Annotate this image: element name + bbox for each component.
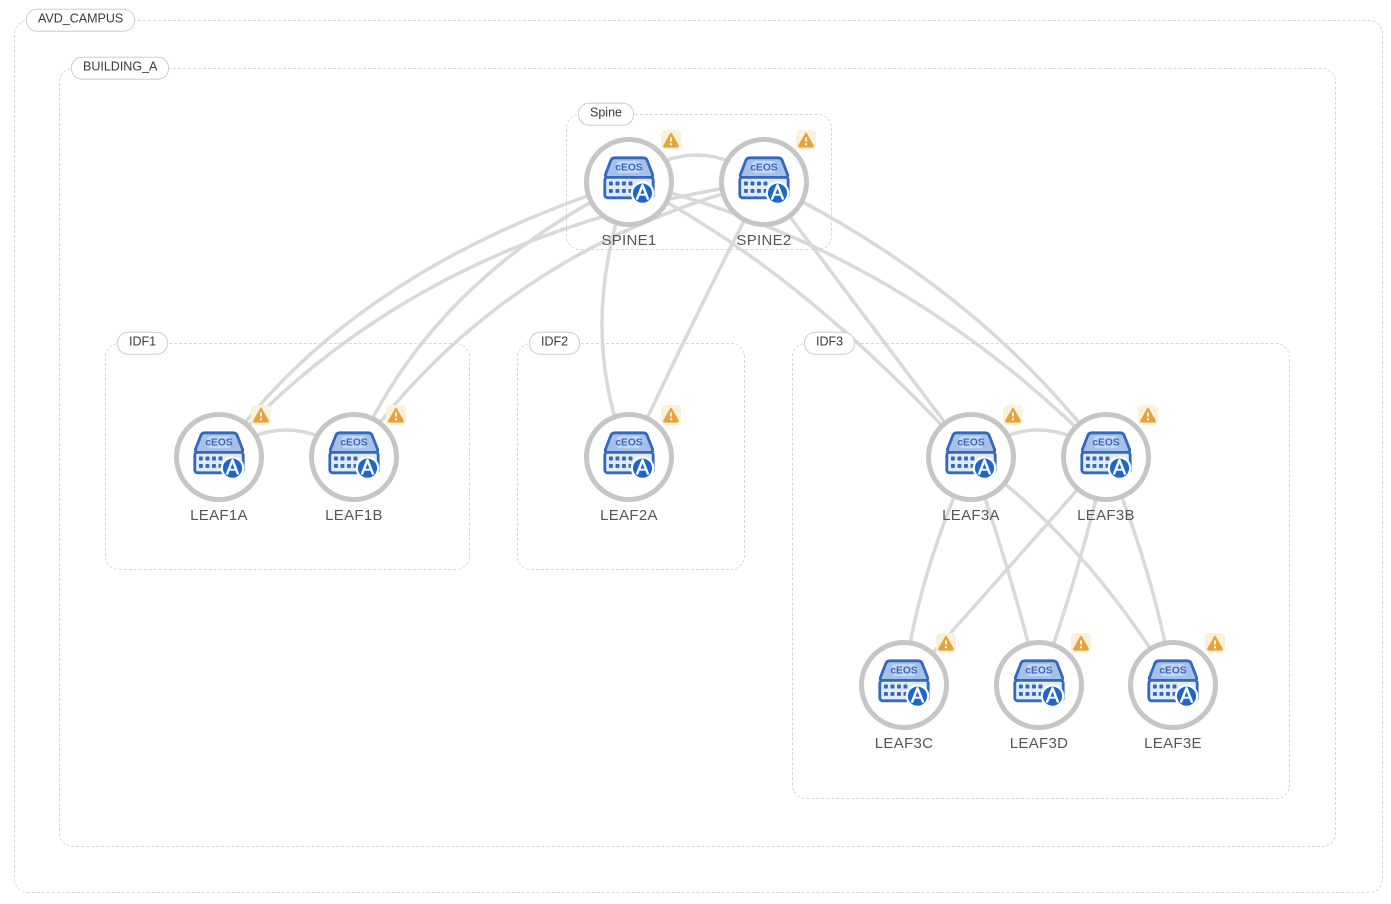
link-SPINE2-LEAF1A[interactable] — [217, 180, 766, 459]
svg-text:cEOS: cEOS — [750, 162, 777, 173]
node-leaf3a[interactable]: cEOS LEAF3A — [926, 405, 1023, 524]
group-label-avd-campus: AVD_CAMPUS — [26, 8, 136, 32]
node-circle[interactable]: cEOS — [174, 412, 264, 502]
node-spine2[interactable]: cEOS SPINE2 — [719, 130, 816, 249]
node-label: LEAF2A — [600, 507, 658, 524]
group-label-spine: Spine — [578, 102, 634, 126]
group-idf2 — [517, 343, 745, 570]
link-SPINE2-LEAF3B[interactable] — [762, 180, 1108, 459]
svg-text:cEOS: cEOS — [1092, 437, 1119, 448]
node-warning-badge[interactable] — [661, 405, 681, 425]
node-warning-badge[interactable] — [1003, 405, 1023, 425]
ceos-switch-icon: cEOS — [878, 659, 930, 708]
svg-text:cEOS: cEOS — [340, 437, 367, 448]
node-label: LEAF1A — [190, 507, 248, 524]
node-warning-badge[interactable] — [1205, 633, 1225, 653]
group-spine — [566, 114, 832, 250]
node-label: LEAF3D — [1009, 735, 1069, 752]
node-label: LEAF3C — [874, 735, 934, 752]
warning-icon — [796, 130, 816, 150]
warning-icon — [1071, 633, 1091, 653]
node-label: LEAF1B — [325, 507, 383, 524]
node-circle[interactable]: cEOS — [1128, 640, 1218, 730]
node-label: LEAF3B — [1077, 507, 1135, 524]
node-leaf3b[interactable]: cEOS LEAF3B — [1061, 405, 1158, 524]
group-label-idf1: IDF1 — [117, 331, 169, 355]
warning-icon — [1138, 405, 1158, 425]
group-label-idf2: IDF2 — [529, 331, 581, 355]
warning-icon — [251, 405, 271, 425]
group-avd-campus — [14, 20, 1383, 893]
node-leaf3c[interactable]: cEOS LEAF3C — [859, 633, 956, 752]
group-building-a — [59, 68, 1336, 847]
group-idf1 — [105, 343, 470, 570]
ceos-switch-icon: cEOS — [193, 431, 245, 480]
node-circle[interactable]: cEOS — [926, 412, 1016, 502]
node-warning-badge[interactable] — [936, 633, 956, 653]
svg-text:cEOS: cEOS — [890, 665, 917, 676]
node-leaf3e[interactable]: cEOS LEAF3E — [1128, 633, 1225, 752]
svg-text:cEOS: cEOS — [615, 162, 642, 173]
ceos-switch-icon: cEOS — [945, 431, 997, 480]
node-circle[interactable]: cEOS — [584, 412, 674, 502]
link-SPINE1-LEAF1B[interactable] — [352, 180, 631, 459]
node-leaf1a[interactable]: cEOS LEAF1A — [174, 405, 271, 524]
ceos-switch-icon: cEOS — [1080, 431, 1132, 480]
ceos-switch-icon: cEOS — [1013, 659, 1065, 708]
group-label-building-a: BUILDING_A — [71, 56, 170, 80]
warning-icon — [936, 633, 956, 653]
node-warning-badge[interactable] — [1071, 633, 1091, 653]
node-label: SPINE2 — [736, 232, 792, 249]
node-label: SPINE1 — [601, 232, 657, 249]
ceos-switch-icon: cEOS — [738, 156, 790, 205]
node-spine1[interactable]: cEOS SPINE1 — [584, 130, 681, 249]
node-circle[interactable]: cEOS — [1061, 412, 1151, 502]
node-circle[interactable]: cEOS — [309, 412, 399, 502]
svg-text:cEOS: cEOS — [615, 437, 642, 448]
node-warning-badge[interactable] — [661, 130, 681, 150]
ceos-switch-icon: cEOS — [1147, 659, 1199, 708]
link-SPINE1-LEAF1A[interactable] — [217, 180, 631, 459]
svg-text:cEOS: cEOS — [1159, 665, 1186, 676]
node-warning-badge[interactable] — [251, 405, 271, 425]
ceos-switch-icon: cEOS — [328, 431, 380, 480]
node-warning-badge[interactable] — [386, 405, 406, 425]
warning-icon — [1003, 405, 1023, 425]
warning-icon — [386, 405, 406, 425]
node-leaf1b[interactable]: cEOS LEAF1B — [309, 405, 406, 524]
node-leaf3d[interactable]: cEOS LEAF3D — [994, 633, 1091, 752]
svg-text:cEOS: cEOS — [957, 437, 984, 448]
node-label: LEAF3E — [1144, 735, 1202, 752]
link-SPINE1-LEAF3A[interactable] — [627, 180, 973, 459]
node-circle[interactable]: cEOS — [859, 640, 949, 730]
link-SPINE1-LEAF3B[interactable] — [627, 180, 1108, 459]
warning-icon — [1205, 633, 1225, 653]
svg-text:cEOS: cEOS — [1025, 665, 1052, 676]
node-circle[interactable]: cEOS — [584, 137, 674, 227]
ceos-switch-icon: cEOS — [603, 156, 655, 205]
svg-text:cEOS: cEOS — [205, 437, 232, 448]
link-SPINE2-LEAF1B[interactable] — [352, 180, 766, 459]
warning-icon — [661, 130, 681, 150]
node-circle[interactable]: cEOS — [994, 640, 1084, 730]
group-idf3 — [792, 343, 1290, 799]
warning-icon — [661, 405, 681, 425]
group-label-idf3: IDF3 — [804, 331, 856, 355]
node-warning-badge[interactable] — [796, 130, 816, 150]
ceos-switch-icon: cEOS — [603, 431, 655, 480]
node-leaf2a[interactable]: cEOS LEAF2A — [584, 405, 681, 524]
node-warning-badge[interactable] — [1138, 405, 1158, 425]
node-label: LEAF3A — [942, 507, 1000, 524]
node-circle[interactable]: cEOS — [719, 137, 809, 227]
